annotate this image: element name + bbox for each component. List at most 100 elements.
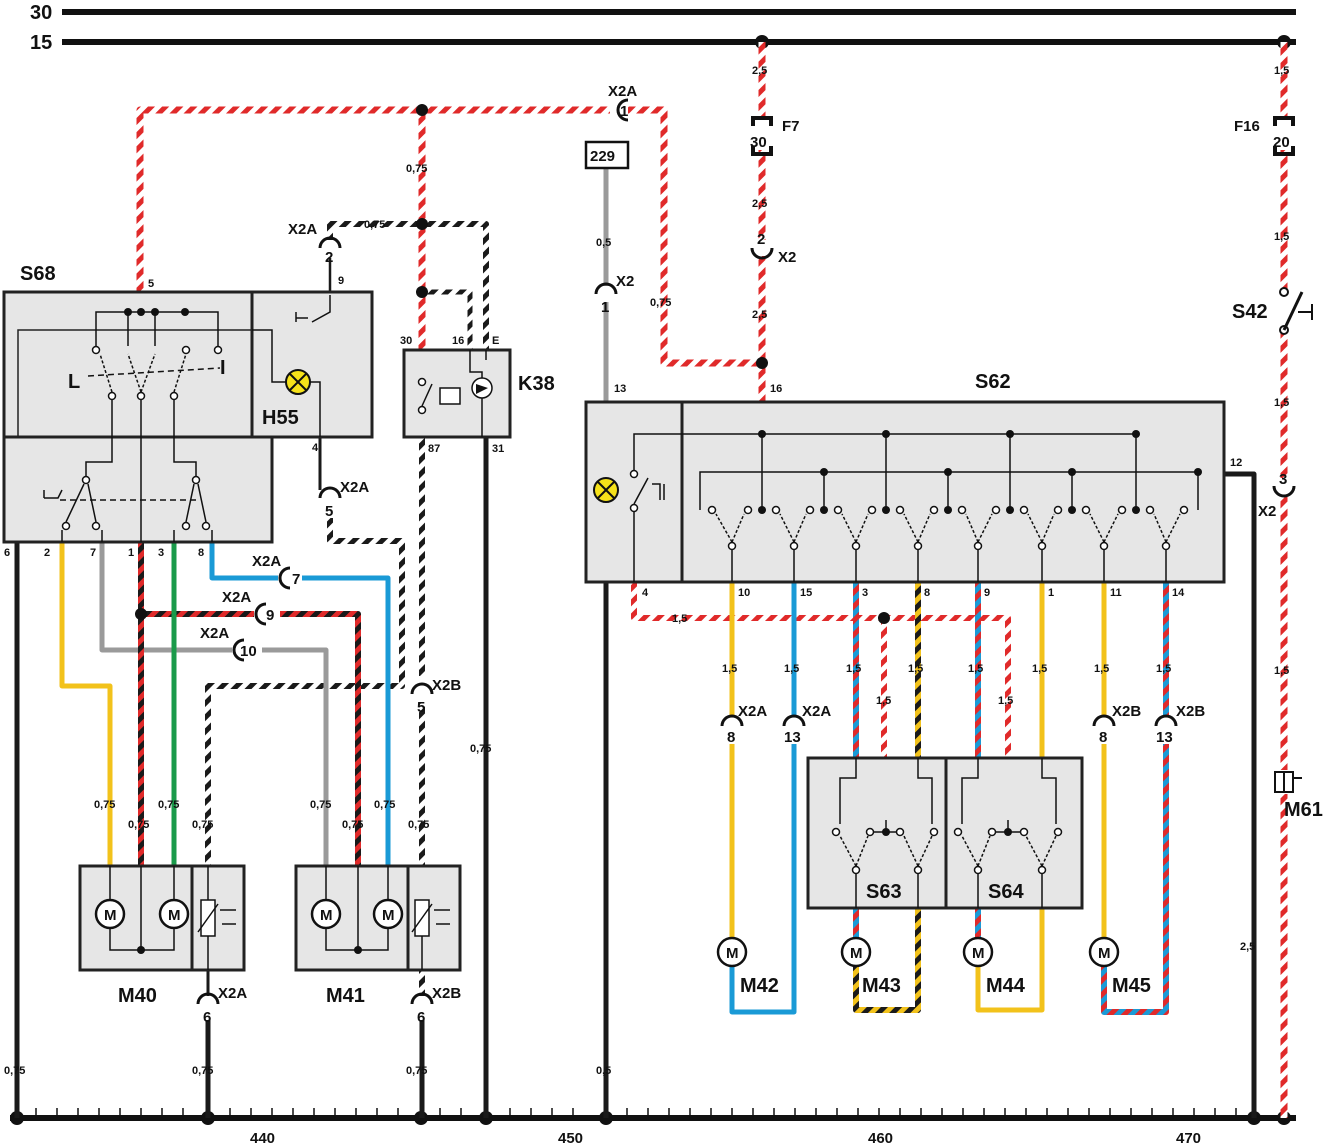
mirror-motor-m41: M M M41 [294,864,462,1007]
x2a-5-pin: 5 [325,503,333,520]
ground-bus: 440 450 460 470 [10,1108,1296,1147]
s62-pin12: 12 [1230,457,1242,469]
x2a-13-pin: 13 [784,729,801,746]
x2b-13-name: X2B [1176,703,1205,720]
size-out-1: 1,5 [1032,663,1047,675]
s62-pin14: 14 [1172,587,1185,599]
size-s62-ground: 2,5 [1240,941,1255,953]
x2-3-name: X2 [1258,503,1276,520]
junctions [135,104,890,624]
x2a-6-name: X2A [218,985,247,1002]
h55-label: H55 [262,407,299,429]
motor-m42-symbol: M [726,945,739,962]
x2a-8-pin: 8 [727,729,735,746]
s62-pin15: 15 [800,587,812,599]
x2b-13-pin: 13 [1156,729,1173,746]
motor-m44-label: M44 [986,975,1026,997]
switch-s68: S68 H55 L I 5 9 4 6 2 7 1 3 8 [2,263,374,559]
motor-m45-label: M45 [1112,975,1151,997]
size-out-9: 1,5 [968,663,983,675]
x2a-13-name: X2A [802,703,831,720]
s68-position-i: I [220,357,226,379]
switch-s42-label: S42 [1232,301,1268,323]
connector-symbols [196,98,1296,1005]
size-m41-blue: 0,75 [374,799,395,811]
size-out-11: 1,5 [1094,663,1109,675]
size-out-15: 1,5 [784,663,799,675]
m40-label: M40 [118,985,157,1007]
motor-m44: M M44 [962,936,1026,997]
switch-s63-s64: S63 S64 [806,756,1084,910]
x2a-6-pin: 6 [203,1009,211,1026]
x2a-5-name: X2A [340,479,369,496]
x2b-5-pin: 5 [417,699,425,716]
m40-motor-1-symbol: M [104,907,117,924]
s68-pin2: 2 [44,547,50,559]
motor-m42: M M42 [716,936,779,997]
s62-pin9: 9 [984,587,990,599]
x2a-10-pin: 10 [240,643,257,660]
motor-m43-symbol: M [850,945,863,962]
k38-pin31: 31 [492,443,504,455]
s62-pin3: 3 [862,587,868,599]
x2a-10-name: X2A [200,625,229,642]
motor-m43-label: M43 [862,975,901,997]
m40-motor-2-symbol: M [168,907,181,924]
x2a-2-name: X2A [288,221,317,238]
grid-460: 460 [868,1130,893,1147]
s62-pin4: 4 [642,587,649,599]
x2b-8-name: X2B [1112,703,1141,720]
s68-pin4: 4 [312,442,319,454]
size-out-14: 1,5 [1156,663,1171,675]
size-f16-top: 1,5 [1274,65,1289,77]
x2a-7-name: X2A [252,553,281,570]
size-m41-grey: 0,75 [310,799,331,811]
size-s62-13-ground: 0,5 [596,1065,611,1077]
fuse-f16: 20 F16 [1234,116,1295,156]
k38-pin-e: E [492,335,499,347]
size-feed-1: 0,75 [406,163,427,175]
size-out-branch-2: 1,5 [998,695,1013,707]
fuse-f16-rating: 20 [1273,134,1290,151]
s63-label: S63 [866,881,902,903]
motor-m44-symbol: M [972,945,985,962]
grid-450: 450 [558,1130,583,1147]
s68-pin7: 7 [90,547,96,559]
x2a-9-pin: 9 [266,607,274,624]
k38-pin87: 87 [428,443,440,455]
s62-pin1: 1 [1048,587,1054,599]
x2b-6-pin: 6 [417,1009,425,1026]
x2-1-pin: 1 [601,299,609,316]
size-ground-m41: 0,75 [406,1065,427,1077]
s68-label: S68 [20,263,56,285]
wires [14,42,1288,1118]
s68-pin6: 6 [4,547,10,559]
size-f7-top: 2,5 [752,65,767,77]
s62-label: S62 [975,371,1011,393]
motor-m42-label: M42 [740,975,779,997]
size-f7-low: 2,5 [752,309,767,321]
rail-30-label: 30 [30,2,52,24]
size-m40-green: 0,75 [158,799,179,811]
motor-m45-symbol: M [1098,945,1111,962]
x2-3-pin: 3 [1279,471,1287,488]
m61-element: M61 [1274,771,1323,821]
k38-pin16: 16 [452,335,464,347]
size-feed-2: 0,75 [364,219,385,231]
fuse-f16-label: F16 [1234,118,1260,135]
x2a-1-name: X2A [608,83,637,100]
x2b-5-name: X2B [432,677,461,694]
m61-label: M61 [1284,799,1323,821]
size-k38-31: 0,75 [470,743,491,755]
s62-pin11: 11 [1110,587,1122,599]
size-ground-s68: 0,75 [4,1065,25,1077]
switch-s42: S42 [1232,287,1313,335]
s68-pin9: 9 [338,275,344,287]
motor-m45: M M45 [1088,936,1151,997]
s68-pin1: 1 [128,547,134,559]
x2-2-name: X2 [778,249,796,266]
k38-label: K38 [518,373,555,395]
fuse-f7: 30 F7 [750,116,800,156]
fuse-f7-label: F7 [782,118,800,135]
x2a-7-pin: 7 [292,571,300,588]
